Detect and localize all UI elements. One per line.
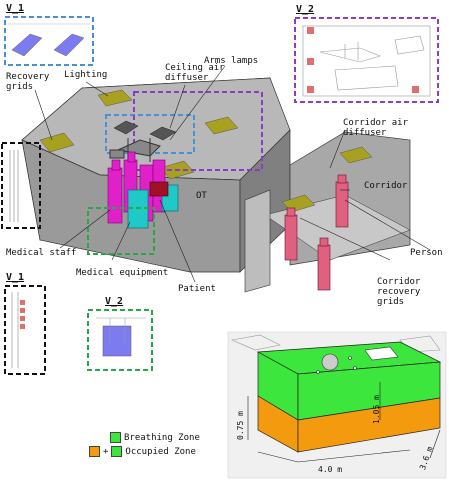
lighting-panel <box>339 146 373 164</box>
arms-lamps-label: Arms lamps <box>204 56 259 66</box>
lighting-panel <box>39 132 75 153</box>
corridor-floor <box>264 194 411 261</box>
v2-bottom-label: V_2 <box>105 296 124 307</box>
legend-breathing: Breathing Zone <box>110 432 200 443</box>
ceiling-air-diffuser <box>113 120 139 135</box>
breathing-swatch <box>110 432 121 443</box>
recovery-grids-label: Recovery grids <box>6 72 50 92</box>
ceiling-air-diffuser-label: Ceiling air diffuser <box>165 63 225 83</box>
dimension-height-occupied: 0.75 m <box>236 411 245 440</box>
legend-occupied-label: Occupied Zone <box>125 446 196 457</box>
corridor-label: Corridor <box>364 181 408 191</box>
v2-highlight-frame <box>133 91 263 171</box>
person-label: Person <box>410 248 443 258</box>
dimension-width: 4.0 m <box>318 465 343 474</box>
zone-ceiling-features <box>316 346 399 374</box>
v1-top-label: V_1 <box>6 3 25 14</box>
corridor-persons <box>284 174 349 291</box>
v2-top-label: V_2 <box>296 4 315 15</box>
v2-green-highlight <box>87 207 155 255</box>
legend-breathing-label: Breathing Zone <box>124 432 200 443</box>
legend-plus: + <box>103 446 109 457</box>
medical-equipment-label: Medical equipment <box>76 268 169 278</box>
v1-bottom-label: V_1 <box>6 272 25 283</box>
legend-occupied: + Occupied Zone <box>89 446 196 457</box>
corridor-air-diffuser-label: Corridor air diffuser <box>343 118 409 138</box>
occupied-breathing-swatch <box>111 446 123 457</box>
patient <box>149 181 169 197</box>
dimension-height-total: 1.05 m <box>372 395 381 424</box>
occupied-swatch <box>89 446 100 457</box>
lighting-panel <box>97 89 133 107</box>
ot-label: OT <box>196 191 207 201</box>
lighting-label: Lighting <box>64 70 108 80</box>
corridor-recovery-grids-label: Corridor recovery grids <box>377 277 421 307</box>
v1-bottom-frame <box>4 285 46 375</box>
occupied-zone-side <box>297 397 441 453</box>
medical-staff-label: Medical staff <box>6 248 77 258</box>
v1-wall-highlight <box>1 142 41 229</box>
lighting-panel <box>204 116 239 135</box>
patient-label: Patient <box>178 284 216 294</box>
corridor-door <box>244 189 271 293</box>
